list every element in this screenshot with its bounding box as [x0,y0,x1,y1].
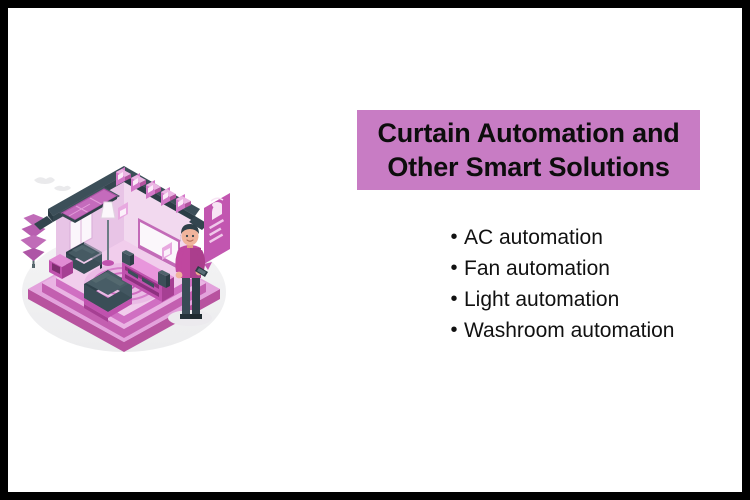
slide-canvas: Curtain Automation and Other Smart Solut… [8,8,742,492]
bullet-marker-icon: • [450,257,458,279]
feature-bullet-list: • AC automation • Fan automation • Light… [444,222,674,346]
bullet-label: AC automation [464,226,603,249]
person-with-smartphone [168,224,212,326]
bullet-marker-icon: • [450,226,458,248]
list-item: • Fan automation [444,253,674,284]
bullet-marker-icon: • [450,288,458,310]
wall-switch-panel-icon [118,202,172,260]
app-card-3 [146,180,161,199]
page-title-line-2: Other Smart Solutions [387,152,670,182]
bullet-label: Washroom automation [464,319,675,342]
app-card-5 [176,194,191,213]
list-item: • AC automation [444,222,674,253]
title-highlight-box: Curtain Automation and Other Smart Solut… [357,110,700,190]
side-table-icon [49,254,73,279]
floor-lamp-icon [100,201,116,266]
page-title-line-1: Curtain Automation and [377,118,680,148]
bullet-label: Fan automation [464,257,610,280]
app-card-4 [161,187,176,206]
smart-home-isometric-illustration [12,156,244,360]
floating-app-cards [116,167,191,213]
list-item: • Washroom automation [444,315,674,346]
armchair-icon [84,270,132,322]
sofa-icon [66,242,102,274]
app-card-1 [116,167,131,186]
bullet-label: Light automation [464,288,620,311]
app-card-2 [131,173,146,192]
cloud-icon [34,177,71,191]
speakers-icon [122,250,170,288]
control-panel-board-icon [204,193,230,270]
list-item: • Light automation [444,284,674,315]
bullet-marker-icon: • [450,319,458,341]
